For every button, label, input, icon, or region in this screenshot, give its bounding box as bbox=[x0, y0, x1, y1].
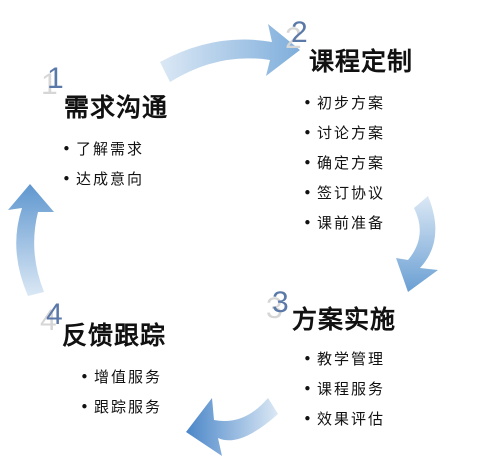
list-item: •跟踪服务 bbox=[80, 398, 163, 416]
list-item: •初步方案 bbox=[303, 94, 386, 112]
list-item: •效果评估 bbox=[303, 410, 386, 428]
list-item: •确定方案 bbox=[303, 154, 386, 172]
arrow-4-to-1 bbox=[8, 184, 54, 296]
step-items-1: •了解需求 •达成意向 bbox=[62, 134, 144, 194]
arrow-3-to-4 bbox=[186, 398, 278, 456]
step-title-4: 反馈跟踪 bbox=[62, 321, 167, 350]
step-title-1: 需求沟通 bbox=[64, 93, 169, 122]
step-title-2: 课程定制 bbox=[309, 47, 414, 76]
step-items-3: •教学管理 •课程服务 •效果评估 bbox=[303, 344, 385, 434]
step-title-3: 方案实施 bbox=[292, 305, 397, 334]
step-number-3: 3 3 bbox=[266, 286, 289, 325]
step-items-2: •初步方案 •讨论方案 •确定方案 •签订协议 •课前准备 bbox=[303, 88, 385, 238]
list-item: •增值服务 bbox=[80, 368, 163, 386]
arrow-2-to-3 bbox=[396, 196, 438, 292]
list-item: •签订协议 bbox=[303, 184, 386, 202]
step-number-2: 2 2 bbox=[285, 16, 308, 55]
list-item: •教学管理 bbox=[303, 350, 386, 368]
list-item: •课前准备 bbox=[303, 214, 386, 232]
step-number-4: 4 4 bbox=[40, 298, 63, 337]
step-number-1: 1 1 bbox=[41, 62, 64, 101]
arrow-1-to-2 bbox=[160, 24, 300, 82]
list-item: •讨论方案 bbox=[303, 124, 386, 142]
list-item: •达成意向 bbox=[62, 170, 145, 188]
list-item: •了解需求 bbox=[62, 140, 145, 158]
list-item: •课程服务 bbox=[303, 380, 386, 398]
step-items-4: •增值服务 •跟踪服务 bbox=[80, 362, 162, 422]
